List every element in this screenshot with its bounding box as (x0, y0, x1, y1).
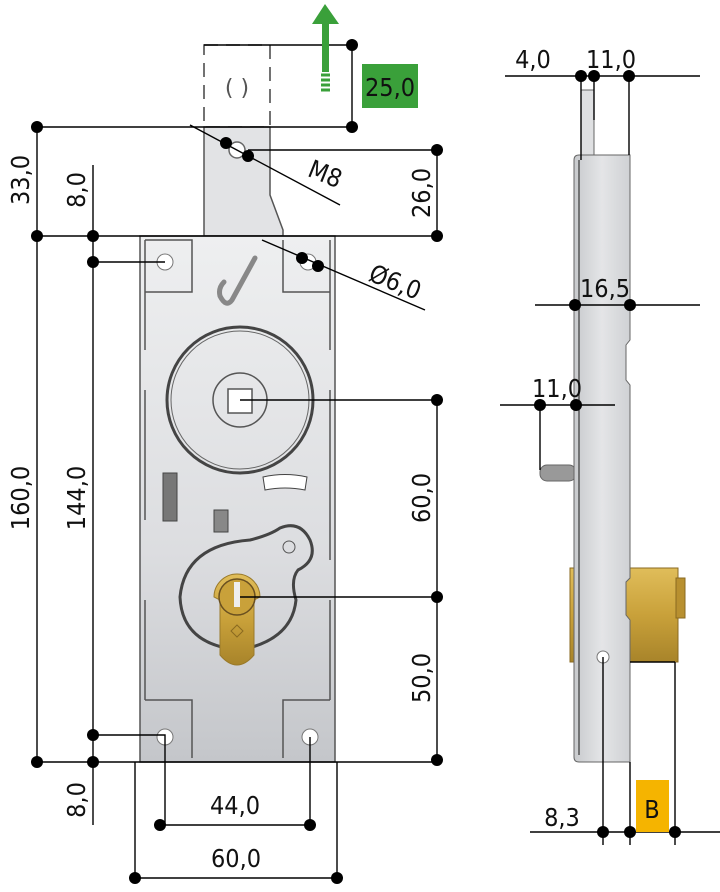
cylinder-to-bottom-label: 50,0 (407, 653, 436, 703)
bottom-offset-label: 8,0 (62, 782, 91, 818)
backset-label: 8,3 (544, 803, 580, 832)
bolt-depth-label: 11,0 (586, 45, 636, 74)
hole-diameter-label: Ø6,0 (365, 259, 425, 306)
front-view: ( ) (6, 4, 443, 884)
latch-projection-label: 11,0 (532, 374, 582, 403)
spindle-square (227, 388, 253, 414)
euro-cylinder (213, 573, 261, 666)
hole-spacing-vertical-label: 144,0 (62, 466, 91, 530)
case-depth-label: 16,5 (580, 274, 630, 303)
thread-label: M8 (304, 154, 346, 194)
side-view: 4,0 11,0 16,5 11,0 8,3 B (500, 45, 720, 845)
side-case (573, 154, 631, 763)
bolt-throw-label: 25,0 (365, 73, 415, 102)
front-dimension-dots (31, 39, 443, 884)
cylinder-variable-label: B (644, 795, 659, 824)
spindle-to-cylinder-label: 60,0 (407, 473, 436, 523)
bolt-hole-offset-label: 26,0 (407, 168, 436, 218)
bolt-hole-ghost: ( ) (225, 76, 249, 101)
cylinder-variable-badge (636, 780, 669, 832)
side-dimension-dots (534, 70, 681, 838)
top-overall-label: 33,0 (6, 155, 35, 205)
spring-hook (217, 255, 258, 306)
stop-detail (213, 509, 229, 533)
side-bolt (580, 89, 595, 157)
bolt-throw-badge (362, 64, 418, 108)
bolt-thickness-label: 4,0 (515, 45, 551, 74)
slider-detail (162, 472, 178, 522)
hole-spacing-horizontal-label: 44,0 (210, 791, 260, 820)
arrow-up-icon (312, 4, 339, 92)
side-latch (539, 464, 577, 482)
bolt (203, 126, 284, 237)
indicator-detail (262, 474, 308, 491)
width-label: 60,0 (211, 844, 261, 873)
top-offset-label: 8,0 (62, 172, 91, 208)
total-height-label: 160,0 (6, 466, 35, 530)
